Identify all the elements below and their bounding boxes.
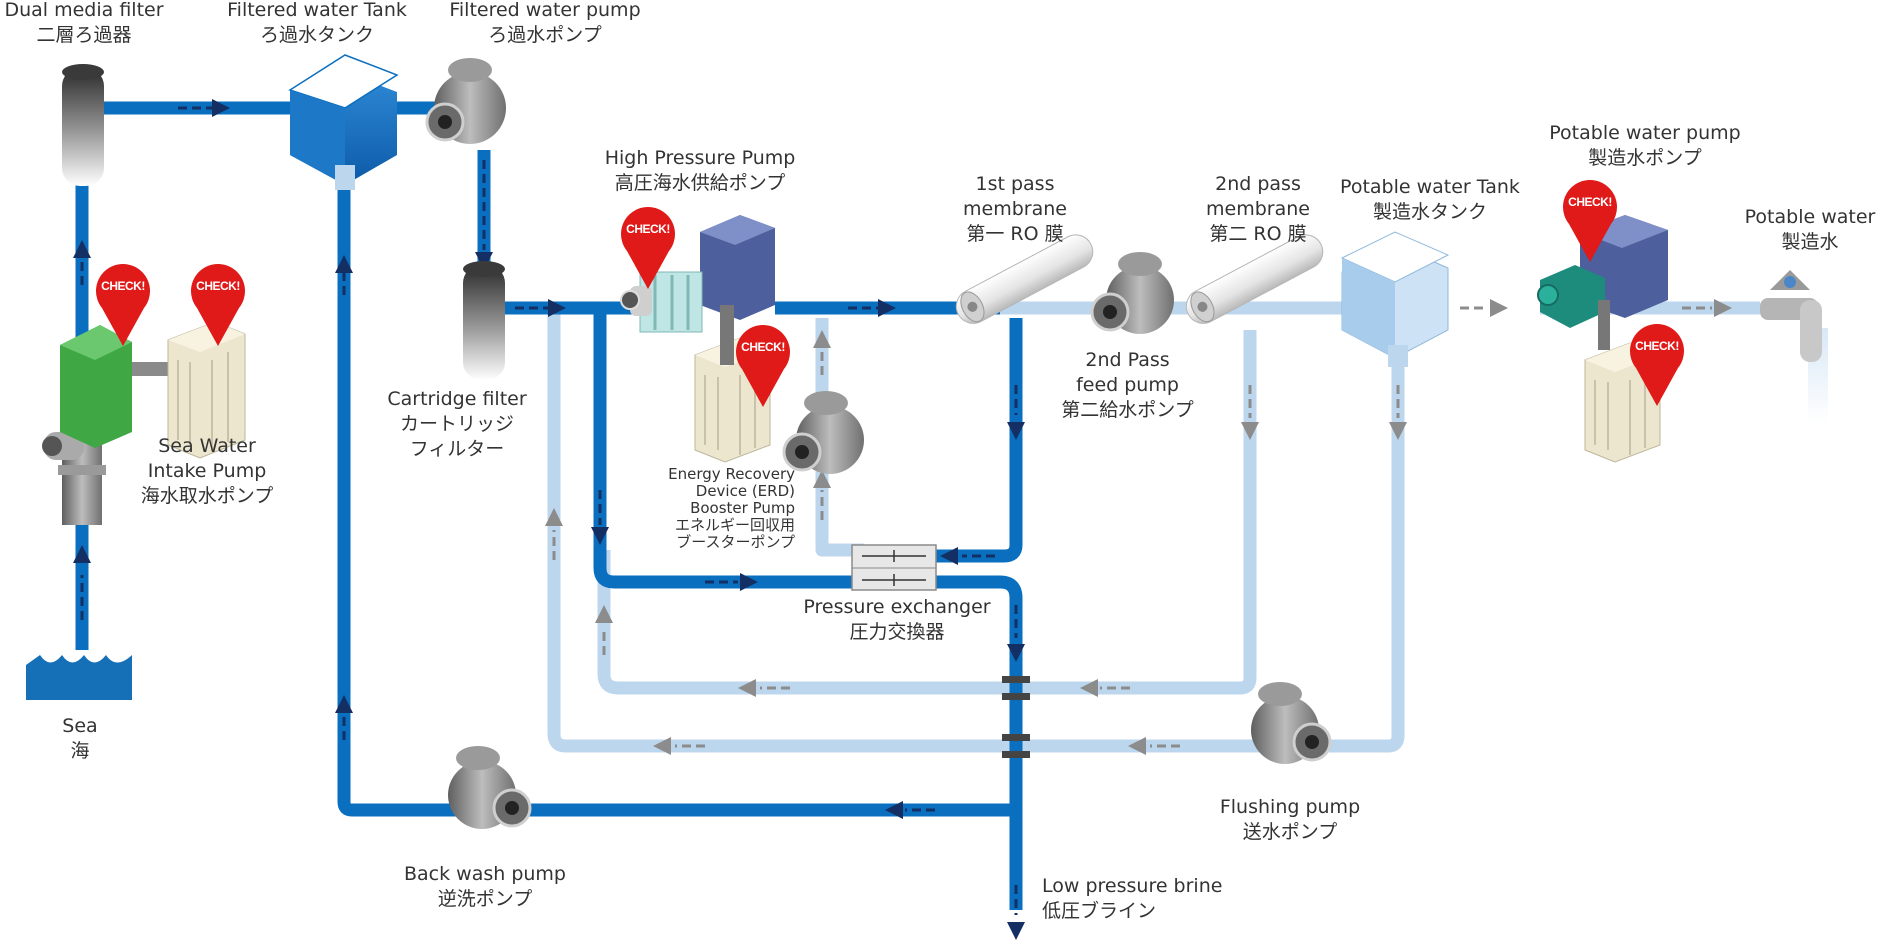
pressure-exchanger xyxy=(851,544,937,591)
potable-water-tank xyxy=(1340,231,1450,367)
cartridge-filter xyxy=(463,261,505,380)
check-badge-hp-cabinet[interactable]: CHECK! xyxy=(734,323,792,407)
flow-arrows-grey xyxy=(545,299,1732,755)
pipe-flush-loop xyxy=(547,310,1405,753)
first-pass-membrane xyxy=(955,234,1094,324)
pipe-brine-to-px xyxy=(935,318,1023,563)
erd-booster-pump xyxy=(782,391,864,474)
dual-media-filter xyxy=(62,64,104,186)
flushing-pump xyxy=(1251,682,1332,764)
second-pass-membrane xyxy=(1185,234,1324,324)
filtered-water-pump xyxy=(425,58,506,144)
sea-water-intake-pump xyxy=(42,325,172,525)
second-pass-feed-pump xyxy=(1090,252,1174,334)
high-pressure-pump xyxy=(620,215,775,365)
potable-water-tap xyxy=(1760,270,1828,423)
pipe-second-pass-return xyxy=(597,330,1257,695)
back-wash-pump xyxy=(448,746,532,829)
flow-arrows-dark xyxy=(73,99,1025,940)
check-badge-hp-pump[interactable]: CHECK! xyxy=(619,205,677,289)
sea-waves xyxy=(26,655,132,700)
filtered-water-tank xyxy=(288,54,399,190)
pipe-px-to-hp-side xyxy=(593,310,1023,910)
potable-water-pump xyxy=(1537,215,1668,350)
check-badge-potable-pump[interactable]: CHECK! xyxy=(1561,178,1619,262)
brine-flanges xyxy=(1002,676,1030,758)
check-badge-intake-cabinet[interactable]: CHECK! xyxy=(189,262,247,346)
pipe-backwash xyxy=(337,180,1016,817)
check-badge-potable-cabinet[interactable]: CHECK! xyxy=(1628,322,1686,406)
check-badge-intake-pump[interactable]: CHECK! xyxy=(94,262,152,346)
